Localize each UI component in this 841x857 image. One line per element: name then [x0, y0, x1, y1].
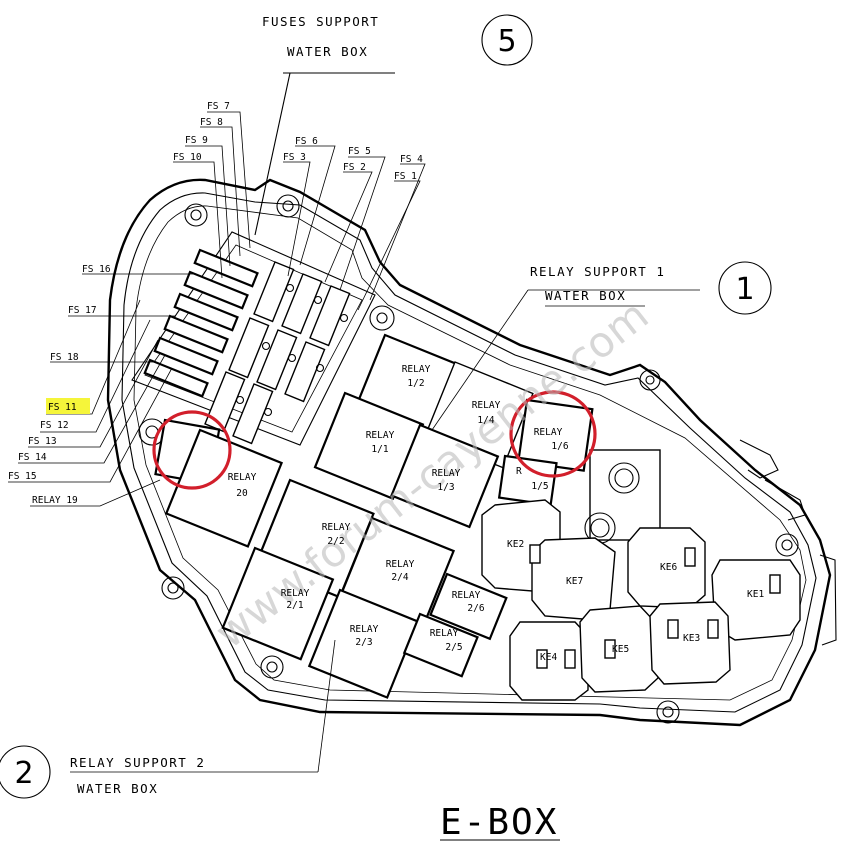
fuse-slots-left — [143, 248, 259, 398]
relay-support-2-waterbox: WATER BOX — [77, 781, 158, 796]
label-fs18: FS 18 — [50, 352, 79, 363]
relay-1-3-num: 1/3 — [437, 482, 454, 493]
ke4-socket — [509, 621, 589, 701]
relay-1-6-num: 1/6 — [551, 441, 568, 452]
callout-2-label: 2 — [14, 756, 33, 791]
relay-2-1-num: 2/1 — [286, 600, 303, 611]
relay-labels: RELAY 1/2 RELAY 1/4 RELAY 1/1 RELAY 1/3 … — [228, 364, 569, 653]
label-fs15: FS 15 — [8, 471, 37, 482]
relay-1-5-num: 1/5 — [531, 481, 548, 492]
mounting-hole-mid — [369, 305, 395, 331]
relay-1-1-num: 1/1 — [371, 444, 388, 455]
mounting-hole-bottom-right — [656, 700, 680, 724]
relay-2-1-body — [221, 546, 335, 661]
fuse-block — [131, 231, 376, 446]
relay-support-2 — [154, 418, 508, 699]
relay-20-body — [164, 428, 284, 548]
relay-20-word: RELAY — [228, 472, 257, 483]
mounting-hole-right — [775, 533, 799, 557]
ke6-label: KE6 — [660, 562, 677, 573]
ke-labels: KE2 KE7 KE6 KE1 KE4 KE5 KE3 — [507, 539, 764, 663]
label-relay19: RELAY 19 — [32, 495, 78, 506]
ke7-label: KE7 — [566, 576, 583, 587]
relay-1-3-body — [390, 423, 500, 529]
relay-20-num: 20 — [236, 488, 248, 499]
ke-sockets — [481, 499, 801, 701]
circle-marker-relay-1-6 — [509, 390, 597, 478]
label-fs3: FS 3 — [283, 152, 306, 163]
leader-lines — [8, 72, 700, 841]
fs11-highlight — [46, 398, 90, 414]
label-fs9: FS 9 — [185, 135, 208, 146]
ke5-label: KE5 — [612, 644, 629, 655]
relay-1-5-body — [497, 454, 558, 507]
relay-1-4-num: 1/4 — [477, 415, 494, 426]
callout-1: 1 — [718, 261, 772, 315]
relay-2-3-word: RELAY — [350, 624, 379, 635]
ke2-label: KE2 — [507, 539, 524, 550]
label-fs7: FS 7 — [207, 101, 230, 112]
relay-2-3-num: 2/3 — [355, 637, 372, 648]
relay-2-6-word: RELAY — [452, 590, 481, 601]
label-fs2: FS 2 — [343, 162, 366, 173]
connector-post-block — [589, 449, 661, 541]
label-fs12: FS 12 — [40, 420, 69, 431]
label-fs6: FS 6 — [295, 136, 318, 147]
label-fs13: FS 13 — [28, 436, 57, 447]
relay-2-6-num: 2/6 — [467, 603, 484, 614]
relay-2-4-num: 2/4 — [391, 572, 408, 583]
fuse-labels: FS 7 FS 8 FS 9 FS 10 FS 6 FS 3 FS 5 FS 2… — [8, 101, 423, 506]
callout-2: 2 — [0, 745, 51, 799]
relay-1-6-word: RELAY — [534, 427, 563, 438]
label-fs4: FS 4 — [400, 154, 423, 165]
relay-support-2-header: RELAY SUPPORT 2 — [70, 755, 205, 770]
diagram-title: E-BOX — [440, 802, 558, 843]
relay-2-1-word: RELAY — [281, 588, 310, 599]
relay-1-5-partial: R — [516, 466, 522, 477]
ke4-label: KE4 — [540, 652, 557, 663]
ke3-label: KE3 — [683, 633, 700, 644]
fuses-support-waterbox: WATER BOX — [287, 44, 368, 59]
mounting-hole-bottom — [260, 655, 284, 679]
label-fs16: FS 16 — [82, 264, 111, 275]
label-fs1: FS 1 — [394, 171, 417, 182]
mounting-hole-top2 — [276, 194, 300, 218]
relay-1-2-num: 1/2 — [407, 378, 424, 389]
callout-1-label: 1 — [735, 272, 754, 307]
relay-2-2-word: RELAY — [322, 522, 351, 533]
callout-5-label: 5 — [497, 24, 516, 59]
relay-support-1 — [313, 333, 661, 544]
callout-5: 5 — [481, 14, 533, 66]
label-fs8: FS 8 — [200, 117, 223, 128]
relay-2-5-word: RELAY — [430, 628, 459, 639]
relay-support-1-waterbox: WATER BOX — [545, 288, 626, 303]
relay-2-5-num: 2/5 — [445, 642, 462, 653]
label-fs17: FS 17 — [68, 305, 97, 316]
relay-2-6-body — [429, 572, 508, 641]
housing-outline — [106, 178, 837, 727]
label-fs5: FS 5 — [348, 146, 371, 157]
relay-2-4-word: RELAY — [386, 559, 415, 570]
fuse-slots-right — [204, 261, 351, 445]
circle-marker-relay-20 — [152, 410, 232, 490]
ke5-socket — [579, 605, 659, 693]
relay-1-2-word: RELAY — [402, 364, 431, 375]
relay-1-3-word: RELAY — [432, 468, 461, 479]
mounting-hole-right-top — [639, 369, 661, 391]
relay-1-1-word: RELAY — [366, 430, 395, 441]
relay-2-5-body — [402, 612, 479, 678]
relay-1-4-word: RELAY — [472, 400, 501, 411]
mounting-hole-bottom-left — [161, 576, 185, 600]
label-fs10: FS 10 — [173, 152, 202, 163]
ke1-label: KE1 — [747, 589, 764, 600]
mounting-hole-top — [184, 203, 208, 227]
label-fs11: FS 11 — [48, 402, 77, 413]
relay-2-3-body — [307, 588, 420, 699]
relay-support-1-header: RELAY SUPPORT 1 — [530, 264, 665, 279]
relay-2-2-num: 2/2 — [327, 536, 344, 547]
fuses-support-header: FUSES SUPPORT — [262, 14, 379, 29]
label-fs14: FS 14 — [18, 452, 47, 463]
